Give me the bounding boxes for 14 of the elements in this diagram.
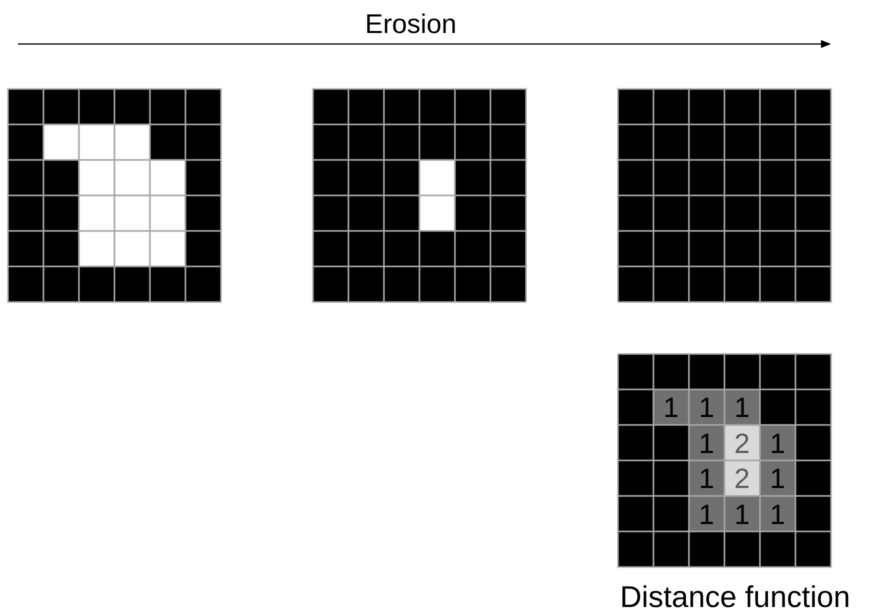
cell-value: 1 — [698, 394, 714, 422]
cell-value: 1 — [698, 430, 714, 458]
cell-value: 1 — [698, 465, 714, 494]
cell-value: 1 — [770, 430, 786, 458]
cell-value: 1 — [770, 465, 786, 494]
cell-value: 1 — [663, 394, 679, 422]
cell-value: 2 — [734, 430, 750, 458]
cell-value: 1 — [698, 500, 714, 529]
cell-value: 1 — [770, 500, 786, 529]
cell-value: 1 — [734, 500, 750, 529]
heading: Erosion — [365, 10, 457, 38]
caption: Distance function — [620, 583, 850, 613]
cell-value: 2 — [734, 465, 750, 494]
cell-value: 1 — [734, 394, 750, 422]
